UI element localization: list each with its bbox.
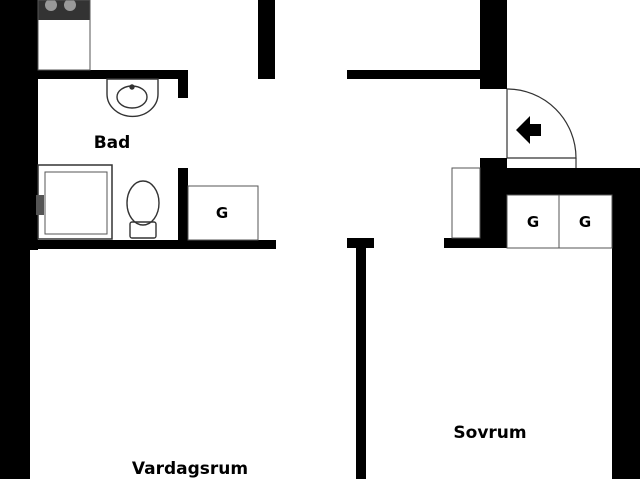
wall-partition [356,248,366,479]
closet-bedroom-1: G [506,194,560,249]
room-label-living-room: Vardagsrum [132,459,248,479]
wall-top-middle [258,0,275,79]
wall-right-exterior [612,168,640,479]
wall-bathroom-right [178,168,188,246]
toilet-icon [126,180,160,239]
closet-bathroom: G [187,185,259,241]
wall-left-upper [28,0,38,250]
stove-fixture [38,0,90,20]
closet-label: G [216,204,228,222]
shower-icon [36,164,113,240]
room-label-bathroom: Bad [94,133,131,153]
wall-left-exterior [0,0,30,479]
wall-partition-head [347,238,374,248]
wall-living-top [28,240,276,249]
wall-corridor-top [347,70,507,79]
entrance-door [506,88,577,168]
room-label-bedroom: Sovrum [453,423,526,443]
wall-bathroom-top-stub [178,70,188,98]
closet-label: G [579,213,591,231]
sink-icon [106,78,159,118]
wall-top-right [480,0,507,89]
wall-bathroom-top [28,70,188,79]
kitchen-counter [37,0,91,71]
entrance-arrow-icon [516,116,541,144]
closet-label: G [527,213,539,231]
closet-corridor [451,167,481,239]
closet-bedroom-2: G [558,194,613,249]
stove-burner-icon [64,0,76,11]
stove-burner-icon [45,0,57,11]
